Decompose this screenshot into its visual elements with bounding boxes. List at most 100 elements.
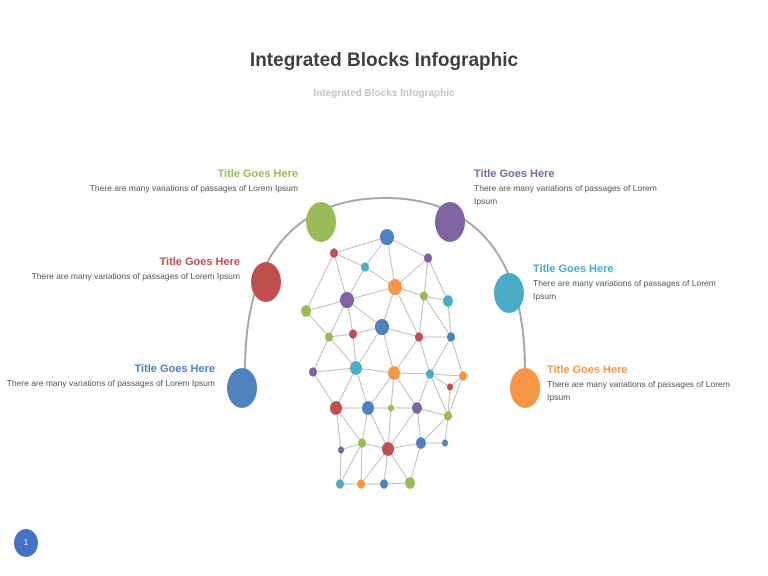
- network-edge: [335, 407, 342, 451]
- network-edge: [447, 375, 464, 417]
- network-edge: [386, 236, 429, 259]
- topic-circle-teal: [494, 273, 524, 313]
- network-edge: [387, 448, 411, 484]
- network-node: [309, 367, 317, 377]
- network-node: [350, 361, 362, 375]
- item-title: Title Goes Here: [134, 363, 216, 375]
- network-edge: [423, 295, 452, 338]
- network-edge: [416, 407, 449, 417]
- network-edge: [355, 326, 383, 369]
- network-edge: [450, 336, 464, 377]
- network-edge: [447, 300, 452, 338]
- network-nodes: [301, 228, 467, 489]
- network-node: [442, 439, 448, 447]
- network-edge: [367, 407, 389, 450]
- item-title: Title Goes Here: [533, 263, 614, 275]
- topic-circle-green: [306, 202, 336, 242]
- network-edge: [429, 373, 464, 377]
- network-edge: [416, 407, 422, 444]
- network-node: [361, 262, 369, 272]
- item-text: There are many variations of passages of…: [31, 271, 240, 281]
- network-edge: [355, 367, 369, 409]
- topic-circles: [227, 202, 540, 408]
- network-node: [405, 477, 415, 489]
- network-edge: [418, 336, 431, 375]
- network-edge: [429, 336, 452, 375]
- network-edge: [312, 336, 330, 373]
- item-text: There are many variations of passages of…: [6, 378, 215, 388]
- network-edge: [447, 386, 451, 417]
- network-edge: [305, 310, 330, 338]
- network-node: [416, 437, 426, 449]
- network-node: [338, 446, 344, 454]
- topic-circle-orange: [510, 368, 540, 408]
- network-node: [443, 295, 453, 307]
- network-node: [330, 401, 342, 415]
- info-item-purple: Title Goes Here There are many variation…: [474, 167, 674, 208]
- network-node: [340, 291, 354, 309]
- network-edge: [429, 373, 449, 417]
- item-title: Title Goes Here: [474, 168, 555, 180]
- page-number-badge: 1: [14, 529, 38, 557]
- network-edge: [305, 299, 348, 312]
- network-node: [447, 383, 453, 391]
- network-edge: [427, 257, 449, 302]
- network-edge: [333, 252, 348, 301]
- network-edge: [305, 252, 335, 312]
- topic-circle-purple: [435, 202, 465, 242]
- network-node: [382, 442, 394, 456]
- item-text: There are many variations of passages of…: [547, 379, 730, 402]
- network-node: [357, 479, 365, 489]
- network-edge: [360, 442, 363, 485]
- page-subtitle: Integrated Blocks Infographic: [313, 88, 455, 99]
- network-edge: [333, 252, 366, 268]
- network-edge: [312, 371, 337, 409]
- network-edge: [333, 236, 388, 254]
- network-node: [388, 404, 394, 412]
- network-edge: [339, 449, 342, 485]
- network-node: [459, 371, 467, 381]
- topic-circle-red: [251, 262, 281, 302]
- network-edge: [386, 236, 396, 288]
- info-item-teal: Title Goes Here There are many variation…: [533, 262, 733, 303]
- network-edge: [328, 333, 354, 338]
- network-node: [420, 291, 428, 301]
- network-edge: [328, 336, 357, 369]
- network-edge: [367, 372, 395, 409]
- network-edge: [346, 286, 396, 301]
- network-node: [330, 248, 338, 258]
- network-edge: [335, 407, 363, 444]
- item-text: There are many variations of passages of…: [474, 183, 657, 206]
- item-title: Title Goes Here: [547, 364, 628, 376]
- network-node: [380, 228, 394, 246]
- network-node: [325, 332, 333, 342]
- network-node: [375, 318, 389, 336]
- network-edge: [393, 336, 420, 374]
- info-item-green: Title Goes Here There are many variation…: [58, 167, 298, 195]
- network-node: [358, 438, 366, 448]
- network-edge: [360, 448, 389, 485]
- info-item-orange: Title Goes Here There are many variation…: [547, 363, 747, 404]
- network-edge: [394, 286, 420, 338]
- info-item-blue: Title Goes Here There are many variation…: [0, 362, 215, 390]
- network-edge: [335, 367, 357, 409]
- item-text: There are many variations of passages of…: [533, 278, 716, 301]
- item-text: There are many variations of passages of…: [89, 183, 298, 193]
- network-node: [412, 402, 422, 414]
- network-edge: [418, 295, 425, 338]
- network-edge: [346, 299, 383, 328]
- network-node: [444, 411, 452, 421]
- item-title: Title Goes Here: [159, 256, 241, 268]
- topic-circle-blue: [227, 368, 257, 408]
- network-edge: [339, 442, 363, 485]
- network-node: [380, 479, 388, 489]
- network-node: [424, 253, 432, 263]
- item-title: Title Goes Here: [217, 168, 299, 180]
- network-edge: [409, 442, 422, 484]
- network-edge: [416, 373, 431, 409]
- network-node: [426, 369, 434, 379]
- network-edge: [393, 372, 431, 375]
- network-node: [362, 401, 374, 415]
- page-title: Integrated Blocks Infographic: [249, 50, 519, 71]
- network-node: [336, 479, 344, 489]
